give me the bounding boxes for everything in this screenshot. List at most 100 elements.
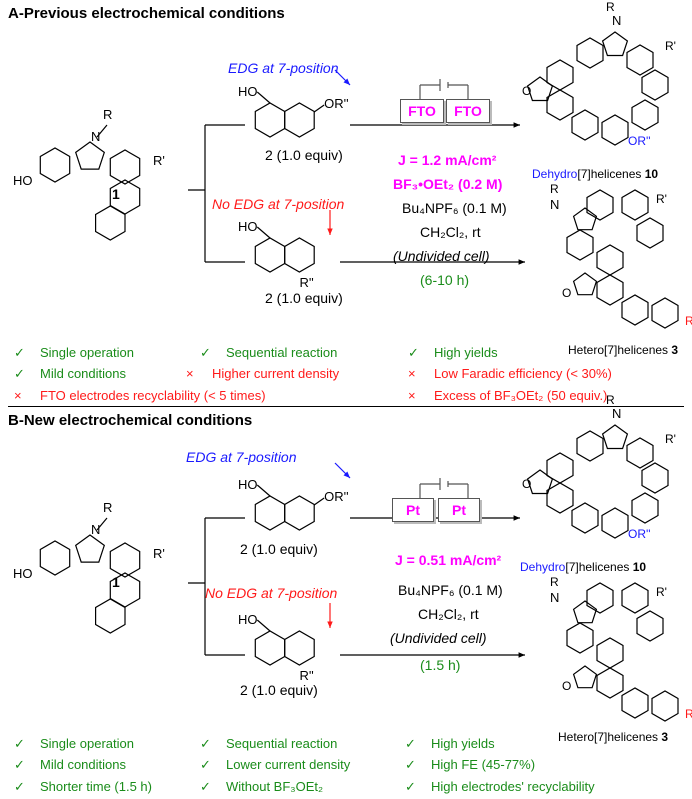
- check-icon: ✓: [200, 757, 211, 772]
- bullet-text: Single operation: [40, 736, 134, 751]
- compound-1-label-a: 1: [112, 186, 120, 202]
- electrode-right-b: Pt: [438, 498, 480, 522]
- check-icon: ✓: [14, 736, 25, 751]
- ring: [601, 31, 629, 57]
- atom-r1: R': [656, 585, 667, 599]
- atom-r: R: [606, 393, 615, 407]
- product-3-label-a: Hetero[7]helicenes 3: [568, 342, 678, 358]
- atom-o: O: [562, 679, 571, 693]
- ring: [596, 667, 624, 699]
- ring: [571, 109, 599, 141]
- check-icon: ✓: [14, 757, 25, 772]
- cross-icon: ×: [186, 366, 194, 381]
- electrolyte-a: Bu₄NPF₆ (0.1 M): [402, 200, 507, 216]
- bullet-text: Single operation: [40, 345, 134, 360]
- atom-r2: R'': [299, 275, 313, 290]
- atom-o: O: [522, 477, 531, 491]
- atom-r1: R': [665, 39, 676, 53]
- product-suffix: [7]helicenes: [565, 560, 630, 574]
- ring: [651, 297, 679, 329]
- product-num: 10: [644, 167, 659, 181]
- atom-n: N: [612, 406, 621, 421]
- atom-o: O: [522, 84, 531, 98]
- ring: [576, 430, 604, 462]
- ring: [636, 217, 664, 249]
- check-icon: ✓: [200, 779, 211, 794]
- lewis-acid-a: BF₃•OEt₂ (0.2 M): [393, 176, 503, 192]
- ring: [621, 687, 649, 719]
- solvent-b: CH₂Cl₂, rt: [418, 606, 479, 622]
- no-edg-label-a: No EDG at 7-position: [212, 196, 345, 212]
- atom-or2: OR'': [628, 527, 651, 541]
- check-icon: ✓: [405, 736, 416, 751]
- bullet-text: FTO electrodes recyclability (< 5 times): [40, 388, 266, 403]
- check-icon: ✓: [405, 757, 416, 772]
- cross-icon: ×: [408, 388, 416, 403]
- line: [313, 104, 325, 113]
- atom-ho: HO: [13, 566, 33, 581]
- ring: [621, 189, 649, 221]
- reagent-2-top-b: 2 (1.0 equiv): [240, 541, 318, 557]
- atom-n: N: [550, 590, 559, 605]
- cross-icon: ×: [408, 366, 416, 381]
- electrode-right-a: FTO: [446, 99, 490, 123]
- ring: [284, 630, 315, 666]
- arrowhead: [327, 621, 333, 628]
- bullet-text: Sequential reaction: [226, 345, 338, 360]
- ring: [631, 492, 659, 524]
- current-density-b: J = 0.51 mA/cm²: [395, 552, 502, 568]
- ring: [284, 102, 315, 138]
- check-icon: ✓: [200, 736, 211, 751]
- product-num: 10: [632, 560, 647, 574]
- ring: [596, 244, 624, 276]
- atom-ho: HO: [238, 612, 258, 627]
- section-a-title: A-Previous electrochemical conditions: [8, 5, 285, 22]
- cross-icon: ×: [14, 388, 22, 403]
- ring: [621, 582, 649, 614]
- bullet-text: High electrodes' recyclability: [431, 779, 595, 794]
- ring: [586, 582, 614, 614]
- arrowhead: [513, 122, 520, 128]
- atom-ho: HO: [238, 219, 258, 234]
- time-a: (6-10 h): [420, 272, 470, 288]
- ring: [636, 610, 664, 642]
- compound-1-label-b: 1: [112, 574, 120, 590]
- product-3-label-b: Hetero[7]helicenes 3: [558, 729, 668, 745]
- ring: [596, 637, 624, 669]
- cell-a: (Undivided cell): [393, 248, 490, 264]
- bullet-text: High FE (45-77%): [431, 757, 536, 772]
- ring: [571, 502, 599, 534]
- cell-b: (Undivided cell): [390, 630, 487, 646]
- atom-n: N: [91, 522, 100, 537]
- reagent-2-bottom-b: 2 (1.0 equiv): [240, 682, 318, 698]
- ring: [601, 114, 629, 146]
- atom-ho: HO: [238, 84, 258, 99]
- edg-label-a: EDG at 7-position: [228, 60, 339, 76]
- line: [313, 497, 325, 506]
- arrowhead: [327, 228, 333, 235]
- check-icon: ✓: [405, 779, 416, 794]
- check-icon: ✓: [14, 366, 25, 381]
- ring: [566, 622, 594, 654]
- ring: [626, 437, 654, 469]
- arrowhead: [343, 78, 350, 85]
- atom-r: R: [103, 107, 112, 122]
- bullet-text: High yields: [431, 736, 495, 751]
- product-prefix: Dehydro: [532, 167, 578, 181]
- ring: [631, 99, 659, 131]
- section-b-title: B-New electrochemical conditions: [8, 412, 253, 429]
- ring: [546, 89, 574, 121]
- ring: [284, 237, 315, 273]
- ring: [572, 600, 598, 624]
- time-b: (1.5 h): [420, 657, 461, 673]
- ring: [94, 598, 126, 634]
- bullet-text: Shorter time (1.5 h): [40, 779, 152, 794]
- ring: [74, 141, 106, 170]
- ring: [651, 690, 679, 722]
- line: [256, 484, 271, 497]
- ring: [621, 294, 649, 326]
- check-icon: ✓: [408, 345, 419, 360]
- arrowhead: [518, 652, 525, 658]
- product-prefix: Dehydro: [520, 560, 566, 574]
